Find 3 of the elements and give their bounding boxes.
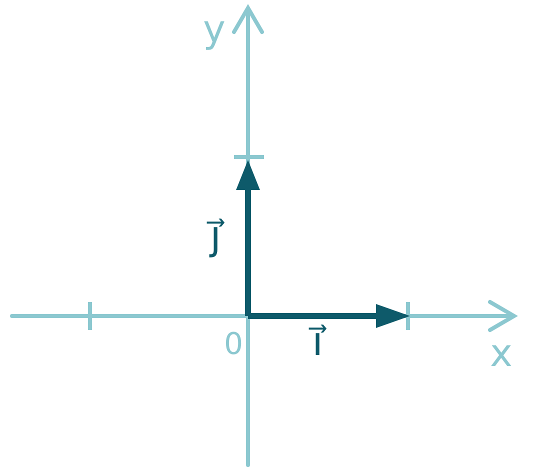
axis-label: y [203, 10, 226, 48]
axis-label: x [490, 334, 512, 372]
origin-label: 0 [224, 330, 244, 360]
